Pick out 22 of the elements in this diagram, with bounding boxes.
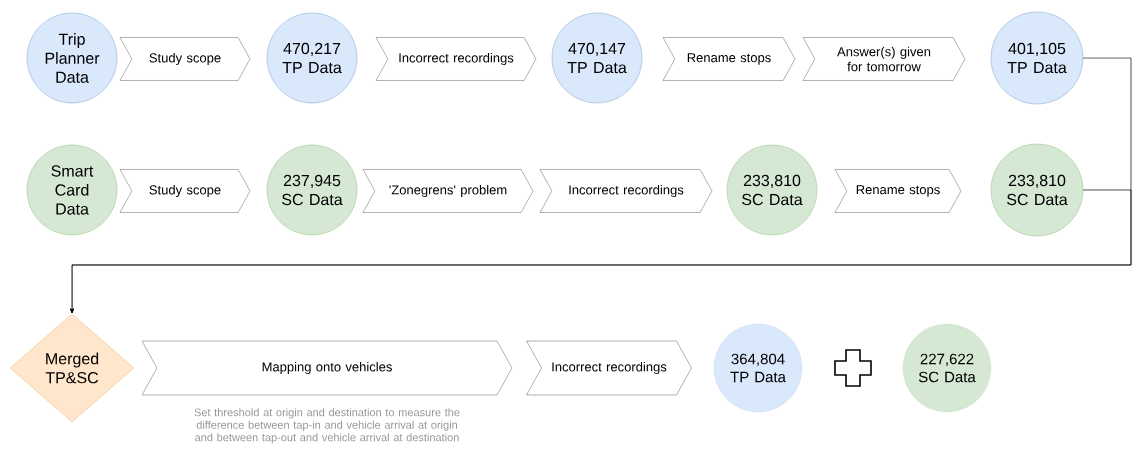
circle-node: 233,810 SC Data: [990, 143, 1084, 237]
circle-node: Trip Planner Data: [26, 12, 118, 104]
chevron-step: Incorrect recordings: [375, 37, 537, 81]
connector-arrow: [69, 189, 1132, 314]
chevron-step: Incorrect recordings: [539, 169, 713, 213]
circle-node: Smart Card Data: [26, 144, 118, 236]
circle-node: 470,147 TP Data: [551, 12, 643, 104]
circle-node: 364,804 TP Data: [713, 323, 803, 413]
caption-text: Set threshold at origin and destination to measure the difference between tap-in and vehicle arrival at origin and between tap-out and vehicle arrival at destination: [194, 408, 460, 444]
circle-node: 470,217 TP Data: [266, 12, 358, 104]
circle-node: 227,622 SC Data: [902, 323, 992, 413]
chevron-step: Mapping onto vehicles: [141, 340, 513, 396]
chevron-step: Study scope: [119, 37, 251, 81]
circle-node: 401,105 TP Data: [990, 11, 1084, 105]
chevron-step: Rename stops: [662, 37, 796, 81]
circle-node: 233,810 SC Data: [726, 144, 818, 236]
chevron-step: Study scope: [119, 169, 251, 213]
circle-node: 237,945 SC Data: [266, 144, 358, 236]
chevron-step: Answer(s) given for tomorrow: [802, 37, 966, 81]
chevron-step: Incorrect recordings: [526, 340, 692, 396]
chevron-step: Rename stops: [834, 169, 962, 213]
chevron-step: 'Zonegrens' problem: [362, 169, 534, 213]
